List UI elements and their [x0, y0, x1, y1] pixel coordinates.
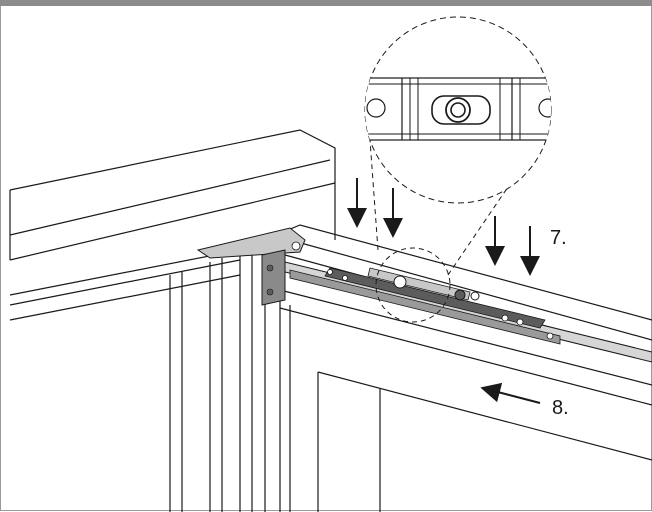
- wall-block: [9, 129, 336, 261]
- window-frame: [9, 249, 266, 512]
- step-8-label: 8.: [552, 397, 569, 419]
- fitting-track: [284, 261, 652, 363]
- window-sash: [279, 289, 652, 512]
- step-7-label: 7.: [550, 227, 567, 249]
- top-bar: [0, 0, 652, 6]
- detail-focus-circle: [375, 247, 451, 323]
- step-7-arrows: [347, 178, 540, 276]
- corner-hinge: [196, 227, 306, 306]
- slide-left-arrow: [480, 382, 541, 404]
- detail-magnified-view: [364, 16, 552, 204]
